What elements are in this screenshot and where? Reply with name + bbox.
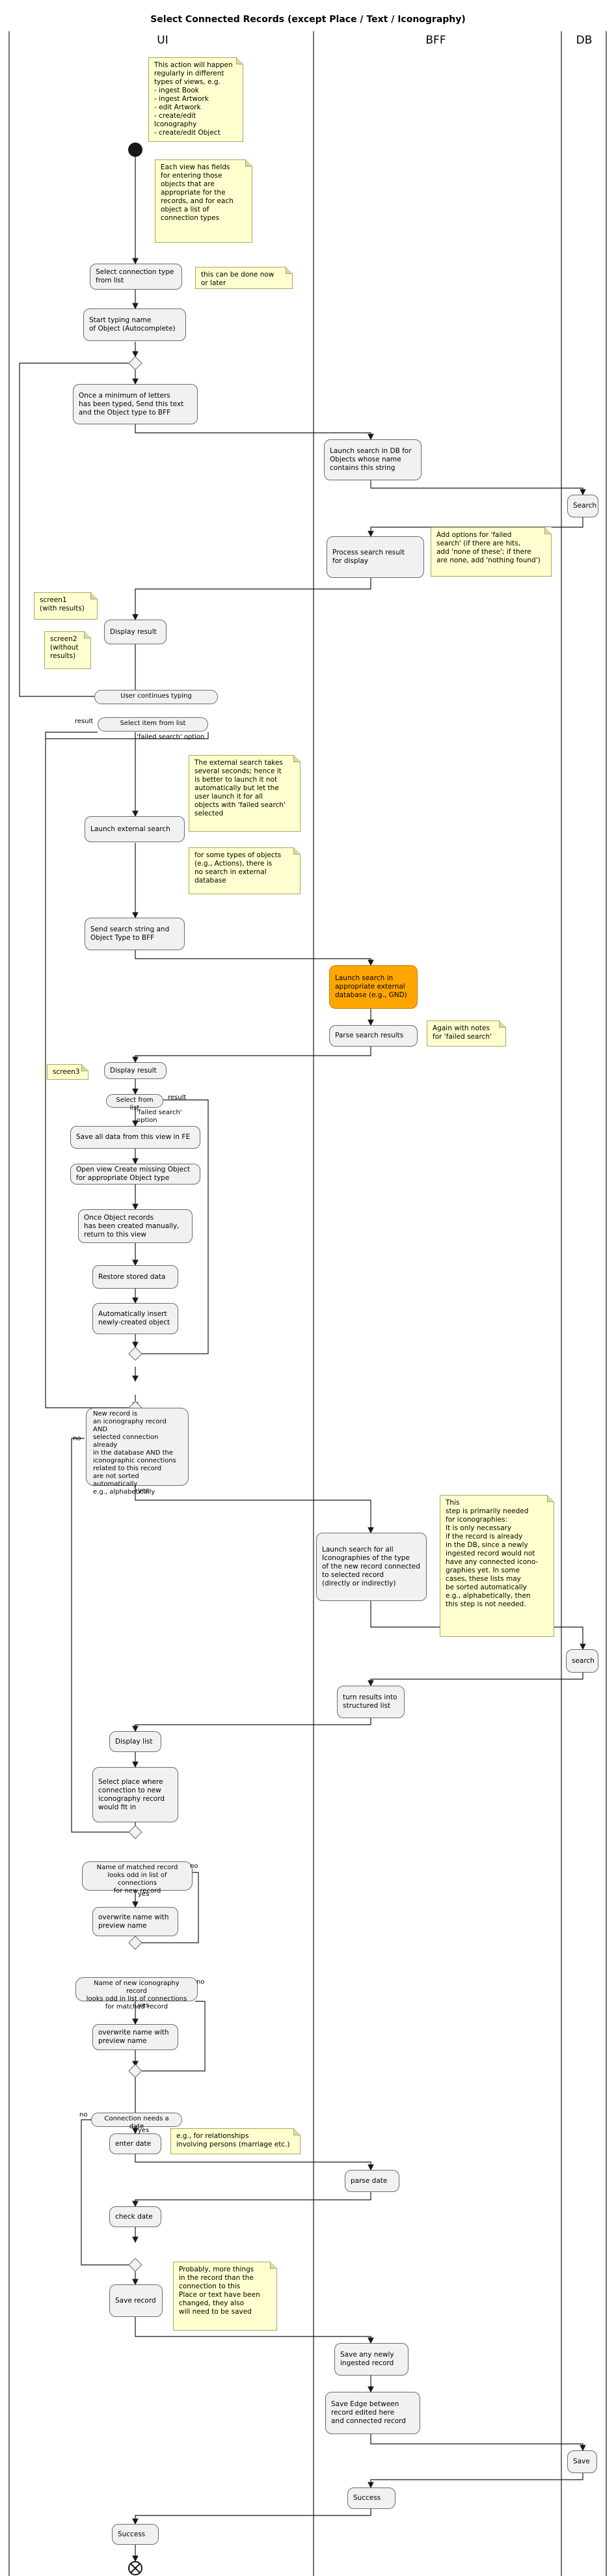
activity-parse-results: Parse search results <box>329 1025 418 1047</box>
activity-db-search: Search <box>567 495 598 517</box>
merge-diamond <box>128 2258 142 2272</box>
diagram-title: Select Connected Records (except Place /… <box>150 14 466 25</box>
merge-diamond <box>128 1347 142 1361</box>
activity-parse-date: parse date <box>345 2170 399 2192</box>
label-yes-4: yes <box>138 2127 150 2134</box>
lane-db-header: DB <box>576 34 593 47</box>
activity-select-place: Select place where connection to new ico… <box>92 1767 178 1822</box>
lane-ui-header: UI <box>157 34 168 47</box>
label-no-3: no <box>196 1979 205 1986</box>
lane-bff-header: BFF <box>425 34 446 47</box>
label-no-2: no <box>190 1863 198 1870</box>
activity-display-list: Display list <box>109 1731 161 1752</box>
activity-save-data: Save all data from this view in FE <box>70 1126 200 1149</box>
decision-new-record: New record is an iconography record AND … <box>86 1408 189 1496</box>
label-result-2: result <box>168 1094 187 1101</box>
note-more-things: Probably, more things in the record than… <box>173 2262 277 2331</box>
activity-process-result: Process search result for display <box>327 536 424 578</box>
activity-restore: Restore stored data <box>92 1265 178 1289</box>
label-failed-search-2: 'failed search' option <box>137 1109 182 1124</box>
activity-send-search: Send search string and Object Type to BF… <box>85 918 185 950</box>
merge-diamond <box>128 1825 142 1839</box>
note-no-external: for some types of objects (e.g., Actions… <box>189 847 301 894</box>
label-no-4: no <box>79 2111 88 2118</box>
activity-overwrite-1: overwrite name with preview name <box>92 1907 178 1936</box>
decision-needs-date: Connection needs a date <box>91 2113 182 2130</box>
label-yes-1: yes <box>138 1487 150 1494</box>
activity-launch-db-search: Launch search in DB for Objects whose na… <box>324 439 422 480</box>
activity-launch-icon-search: Launch search for all Iconographies of t… <box>316 1533 427 1601</box>
note-view-fields: Each view has fields for entering those … <box>155 159 252 243</box>
activity-display-result-2: Display result <box>104 1062 167 1079</box>
note-screen3: screen3 <box>47 1064 88 1080</box>
label-failed-search: 'failed search' option <box>137 733 205 741</box>
activity-min-letters: Once a minimum of letters has been typed… <box>73 384 198 424</box>
activity-display-result: Display result <box>104 620 167 644</box>
activity-turn-results: turn results into structured list <box>337 1686 405 1718</box>
merge-diamond <box>128 356 142 370</box>
activity-launch-external-db: Launch search in appropriate external da… <box>329 965 418 1009</box>
label-result: result <box>75 718 94 725</box>
note-again-notes: Again with notes for 'failed search' <box>427 1021 506 1047</box>
activity-save-record: Save record <box>109 2284 163 2317</box>
decision-new-icon-odd: Name of new iconography record looks odd… <box>75 1977 198 2010</box>
activity-enter-date: enter date <box>109 2133 161 2154</box>
note-now-or-later: this can be done now or later <box>195 267 293 289</box>
activity-auto-insert: Automatically insert newly-created objec… <box>92 1303 178 1334</box>
note-relationships: e.g., for relationships involving person… <box>170 2128 301 2154</box>
note-screen2: screen2 (without results) <box>44 631 91 669</box>
decision-select-from-list: Select from list <box>106 1094 163 1112</box>
merge-diamond <box>128 2064 142 2078</box>
activity-save-edge: Save Edge between record edited here and… <box>325 2392 420 2434</box>
note-intro: This action will happen regularly in dif… <box>148 57 243 142</box>
note-external-slow: The external search takes several second… <box>189 755 301 832</box>
activity-success-bff: Success <box>347 2487 395 2509</box>
activity-overwrite-2: overwrite name with preview name <box>92 2024 178 2050</box>
start-node <box>128 143 142 157</box>
decision-matched-odd: Name of matched record looks odd in list… <box>82 1861 193 1895</box>
activity-start-typing: Start typing name of Object (Autocomplet… <box>83 308 186 341</box>
note-screen1: screen1 (with results) <box>34 592 98 620</box>
activity-db-search-2: search <box>566 1649 598 1673</box>
label-yes-3: yes <box>138 2002 150 2009</box>
note-failed-options: Add options for 'failed search' (if ther… <box>431 527 552 577</box>
label-no-1: no <box>73 1435 81 1442</box>
activity-select-connection-type: Select connection type from list <box>90 264 182 290</box>
activity-db-save: Save <box>567 2450 597 2473</box>
merge-diamond <box>128 1936 142 1950</box>
activity-success-ui: Success <box>112 2524 159 2545</box>
activity-save-ingested: Save any newly ingested record <box>334 2343 408 2376</box>
activity-launch-external: Launch external search <box>85 816 185 842</box>
decision-select-item: Select item from list <box>98 717 208 732</box>
decision-user-continues: User continues typing <box>94 690 218 704</box>
activity-open-view: Open view Create missing Object for appr… <box>70 1164 200 1185</box>
label-yes-2: yes <box>138 1891 150 1898</box>
activity-check-date: check date <box>109 2206 161 2227</box>
activity-once-created: Once Object records has been created man… <box>78 1209 193 1243</box>
note-iconography-needed: This step is primarily needed for iconog… <box>440 1495 554 1637</box>
